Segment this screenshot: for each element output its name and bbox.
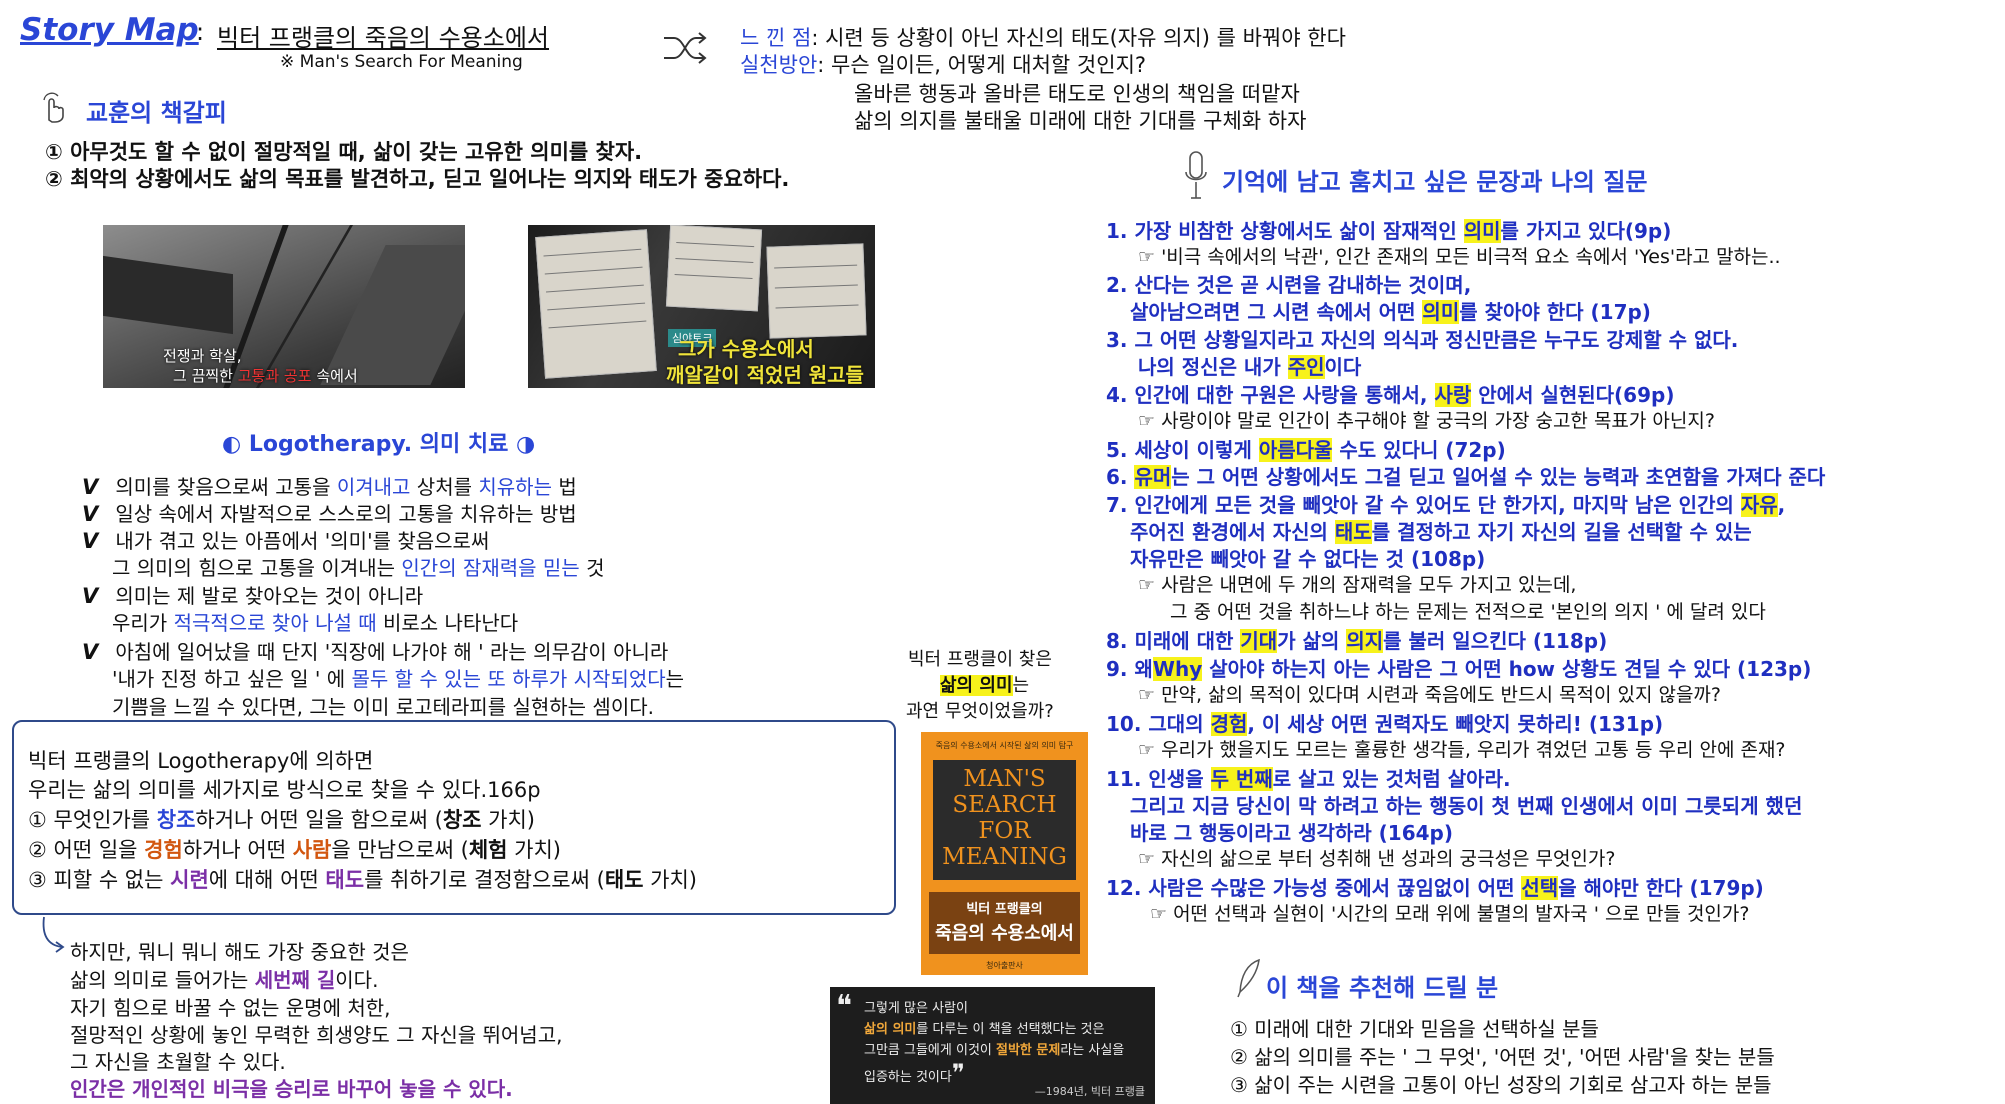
- check-mark: V: [82, 502, 99, 526]
- logo-item-1: V 의미를 찾음으로써 고통을 이겨내고 상처를 치유하는 법: [82, 475, 577, 499]
- sentences-title: 기억에 남고 훔치고 싶은 문장과 나의 질문: [1222, 168, 1648, 196]
- book-english-title: MAN'S SEARCH FOR MEANING: [942, 766, 1067, 870]
- sentence-11-line-3: 바로 그 행동이라고 생각하라 (164p): [1130, 821, 1453, 845]
- recommend-item-2: ② 삶의 의미를 주는 ' 그 무엇', '어떤 것', '어떤 사람'을 찾는…: [1230, 1045, 1775, 1069]
- action-row-1: 실천방안: 무슨 일이든, 어떻게 대처할 것인지?: [740, 49, 1146, 79]
- open-quote-icon: ❝: [836, 989, 853, 1024]
- comment-11: ☞ 자신의 삶으로 부터 성취해 낸 성과의 궁극성은 무엇인가?: [1138, 848, 1616, 870]
- comment-9: ☞ 만약, 삶의 목적이 있다며 시련과 죽음에도 반드시 목적이 있지 않을까…: [1138, 684, 1721, 706]
- action-label: 실천방안: [740, 53, 818, 77]
- conclusion-line-1: 하지만, 뭐니 뭐니 해도 가장 중요한 것은: [70, 940, 409, 964]
- conclusion-line-4: 절망적인 상황에 놓인 무력한 희생양도 그 자신을 뛰어넘고,: [70, 1023, 563, 1047]
- sentence-5: 5. 세상이 이렇게 아름다울 수도 있다니 (72p): [1106, 438, 1506, 462]
- sentence-12: 12. 사람은 수많은 가능성 중에서 끊임없이 어떤 선택을 해야만 한다 (…: [1106, 876, 1764, 900]
- sentence-2-line-2: 살아남으려면 그 시련 속에서 어떤 의미를 찾아야 한다 (17p): [1130, 300, 1651, 324]
- book-question-1: 빅터 프랭클이 찾은: [908, 649, 1052, 670]
- sentence-2: 2. 산다는 것은 곧 시련을 감내하는 것이며,: [1106, 273, 1472, 297]
- value-attitude: ③ 피할 수 없는 시련에 대해 어떤 태도를 취하기로 결정함으로써 (태도 …: [28, 868, 697, 892]
- shuffle-icon: [664, 32, 707, 64]
- quill-pen-icon: [1237, 958, 1260, 998]
- felt-label: 느 낀 점: [740, 26, 812, 50]
- check-mark: V: [82, 640, 99, 664]
- action-line-2: 올바른 행동과 올바른 태도로 인생의 책임을 떠맡자: [854, 82, 1300, 106]
- camp-caption-3: 속에서: [316, 367, 358, 385]
- lesson-item-1: ① 아무것도 할 수 없이 절망적일 때, 삶이 갖는 고유한 의미를 찾자.: [45, 140, 643, 164]
- sentence-11: 11. 인생을 두 번째로 살고 있는 것처럼 살아라.: [1106, 767, 1511, 791]
- logotherapy-title: ◐ Logotherapy. 의미 치료 ◑: [222, 432, 536, 457]
- notes-tag: 심야토크: [668, 329, 717, 347]
- sentence-7: 7. 인간에게 모든 것을 빼앗아 갈 수 있어도 단 한가지, 마지막 남은 …: [1106, 493, 1786, 517]
- logo-item-5-line-3: 기쁨을 느낄 수 있다면, 그는 이미 로고테라피를 실현하는 셈이다.: [112, 695, 654, 719]
- book-subtitle: 빅터 프랭클의 죽음의 수용소에서: [217, 24, 550, 52]
- sentence-1: 1. 가장 비참한 상황에서도 삶이 잠재적인 의미를 가지고 있다(9p): [1106, 219, 1672, 243]
- story-map-title: Story Map: [20, 12, 199, 48]
- logo-item-5: V 아침에 일어났을 때 단지 '직장에 나가야 해 ' 라는 의무감이 아니라: [82, 640, 669, 664]
- check-mark: V: [82, 584, 99, 608]
- recommend-item-3: ③ 삶이 주는 시련을 고통이 아닌 성장의 기회로 삼고자 하는 분들: [1230, 1073, 1772, 1097]
- close-quote-icon: ❞: [951, 1059, 965, 1087]
- camp-caption-2: 그 끔찍한: [173, 367, 233, 385]
- microphone-icon: [1185, 151, 1207, 199]
- comment-4: ☞ 사랑이야 말로 인간이 추구해야 할 궁극의 가장 숭고한 목표가 아닌지?: [1138, 410, 1715, 432]
- sentence-7-line-2: 주어진 환경에서 자신의 태도를 결정하고 자기 자신의 길을 선택할 수 있는: [1130, 520, 1752, 544]
- conclusion-line-6: 인간은 개인적인 비극을 승리로 바꾸어 놓을 수 있다.: [70, 1077, 513, 1101]
- camp-photo: 전쟁과 학살, 그 끔찍한 고통과 공포 속에서: [103, 225, 465, 388]
- sentence-6: 6. 유머는 그 어떤 상황에서도 그걸 딛고 일어설 수 있는 능력과 초연함…: [1106, 465, 1826, 489]
- logo-item-3: V 내가 겪고 있는 아픔에서 '의미'를 찾음으로써: [82, 529, 490, 553]
- sentence-3-line-2: 나의 정신은 내가 주인이다: [1138, 355, 1362, 379]
- sentence-7-line-3: 자유만은 빼앗아 갈 수 없다는 것 (108p): [1130, 547, 1486, 571]
- check-mark: V: [82, 475, 99, 499]
- lesson-item-2: ② 최악의 상황에서도 삶의 목표를 발견하고, 딛고 일어나는 의지와 태도가…: [45, 167, 790, 191]
- conclusion-line-3: 자기 힘으로 바꿀 수 없는 운명에 처한,: [70, 996, 391, 1020]
- recommend-item-1: ① 미래에 대한 기대와 믿음을 선택하실 분들: [1230, 1017, 1599, 1041]
- logo-item-2: V 일상 속에서 자발적으로 스스로의 고통을 치유하는 방법: [82, 502, 577, 526]
- value-experience: ② 어떤 일을 경험하거나 어떤 사람을 만남으로써 (체험 가치): [28, 838, 561, 862]
- english-title-note: ※ Man's Search For Meaning: [280, 52, 523, 72]
- values-line-1: 빅터 프랭클의 Logotherapy에 의하면: [28, 749, 374, 773]
- curved-arrow-icon: [42, 916, 65, 953]
- values-line-2: 우리는 삶의 의미를 세가지로 방식으로 찾을 수 있다.166p: [28, 778, 541, 802]
- conclusion-line-2: 삶의 의미로 들어가는 세번째 길이다.: [70, 968, 379, 992]
- manuscript-photo: 심야토크 그가 수용소에서 깨알같이 적었던 원고들: [528, 225, 875, 388]
- book-author: 빅터 프랭클의: [966, 902, 1043, 917]
- logo-item-5-line-2: '내가 진정 하고 싶은 일 ' 에 몰두 할 수 있는 또 하루가 시작되었다…: [112, 667, 685, 691]
- action-line-3: 삶의 의지를 불태울 미래에 대한 기대를 구체화 하자: [854, 109, 1307, 133]
- sentence-4: 4. 인간에 대한 구원은 사랑을 통해서, 사랑 안에서 실현된다(69p): [1106, 383, 1675, 407]
- value-creation: ① 무엇인가를 창조하거나 어떤 일을 함으로써 (창조 가치): [28, 808, 535, 832]
- comment-1: ☞ '비극 속에서의 낙관', 인간 존재의 모든 비극적 요소 속에서 'Ye…: [1138, 246, 1781, 268]
- notes-caption-1: 그가 수용소에서: [678, 337, 814, 361]
- book-question-2: 삶의 의미는: [940, 675, 1030, 696]
- quote-source: —1984년, 빅터 프랭클: [1034, 1085, 1145, 1098]
- title-colon: :: [196, 18, 205, 46]
- lesson-title: 교훈의 책갈피: [86, 99, 227, 127]
- check-mark: V: [82, 529, 99, 553]
- logo-item-4-line-2: 우리가 적극적으로 찾아 나설 때 비로소 나타난다: [112, 611, 519, 635]
- logo-item-4: V 의미는 제 발로 찾아오는 것이 아니라: [82, 584, 424, 608]
- book-question-3: 과연 무엇이었을까?: [906, 701, 1054, 722]
- notes-caption-2: 깨알같이 적었던 원고들: [666, 363, 864, 387]
- sentence-8: 8. 미래에 대한 기대가 삶의 의지를 불러 일으킨다 (118p): [1106, 629, 1608, 653]
- camp-caption-red: 고통과 공포: [237, 367, 312, 385]
- sentence-9: 9. 왜Why 살아야 하는지 아는 사람은 그 어떤 how 상황도 견딜 수…: [1106, 657, 1812, 681]
- sentence-10: 10. 그대의 경험, 이 세상 어떤 권력자도 빼앗지 못하리! (131p): [1106, 712, 1664, 736]
- sentence-11-line-2: 그리고 지금 당신이 막 하려고 하는 행동이 첫 번째 인생에서 이미 그릇되…: [1130, 794, 1803, 818]
- comment-7-line-2: 그 중 어떤 것을 취하느냐 하는 문제는 전적으로 '본인의 의지 ' 에 달…: [1170, 601, 1766, 623]
- comment-7: ☞ 사람은 내면에 두 개의 잠재력을 모두 가지고 있는데,: [1138, 574, 1577, 596]
- camp-caption-1: 전쟁과 학살,: [163, 347, 242, 365]
- conclusion-line-5: 그 자신을 초월할 수 있다.: [70, 1050, 286, 1074]
- comment-12: ☞ 어떤 선택과 실현이 '시간의 모래 위에 불멸의 발자국 ' 으로 만들 …: [1150, 903, 1750, 925]
- quote-box: ❝ 그렇게 많은 사람이 삶의 의미를 다루는 이 책을 선택했다는 것은 그만…: [830, 987, 1155, 1104]
- hand-pointer-icon: [43, 92, 64, 123]
- three-values-box: [12, 720, 896, 915]
- felt-text: : 시련 등 상황이 아닌 자신의 태도(자유 의지) 를 바꿔야 한다: [811, 26, 1346, 50]
- sentence-3: 3. 그 어떤 상황일지라고 자신의 의식과 정신만큼은 누구도 강제할 수 없…: [1106, 328, 1739, 352]
- book-cover: 죽음의 수용소에서 시작된 삶의 의미 탐구 MAN'S SEARCH FOR …: [921, 732, 1088, 975]
- action-line-1: : 무슨 일이든, 어떻게 대처할 것인지?: [817, 53, 1147, 77]
- book-korean-title: 죽음의 수용소에서: [935, 923, 1074, 944]
- felt-row: 느 낀 점: 시련 등 상황이 아닌 자신의 태도(자유 의지) 를 바꿔야 한…: [740, 22, 1346, 52]
- comment-10: ☞ 우리가 했을지도 모르는 훌륭한 생각들, 우리가 겪었던 고통 등 우리 …: [1138, 739, 1786, 761]
- recommend-title: 이 책을 추천해 드릴 분: [1266, 974, 1499, 1002]
- logo-item-3-line-2: 그 의미의 힘으로 고통을 이겨내는 인간의 잠재력을 믿는 것: [112, 556, 605, 580]
